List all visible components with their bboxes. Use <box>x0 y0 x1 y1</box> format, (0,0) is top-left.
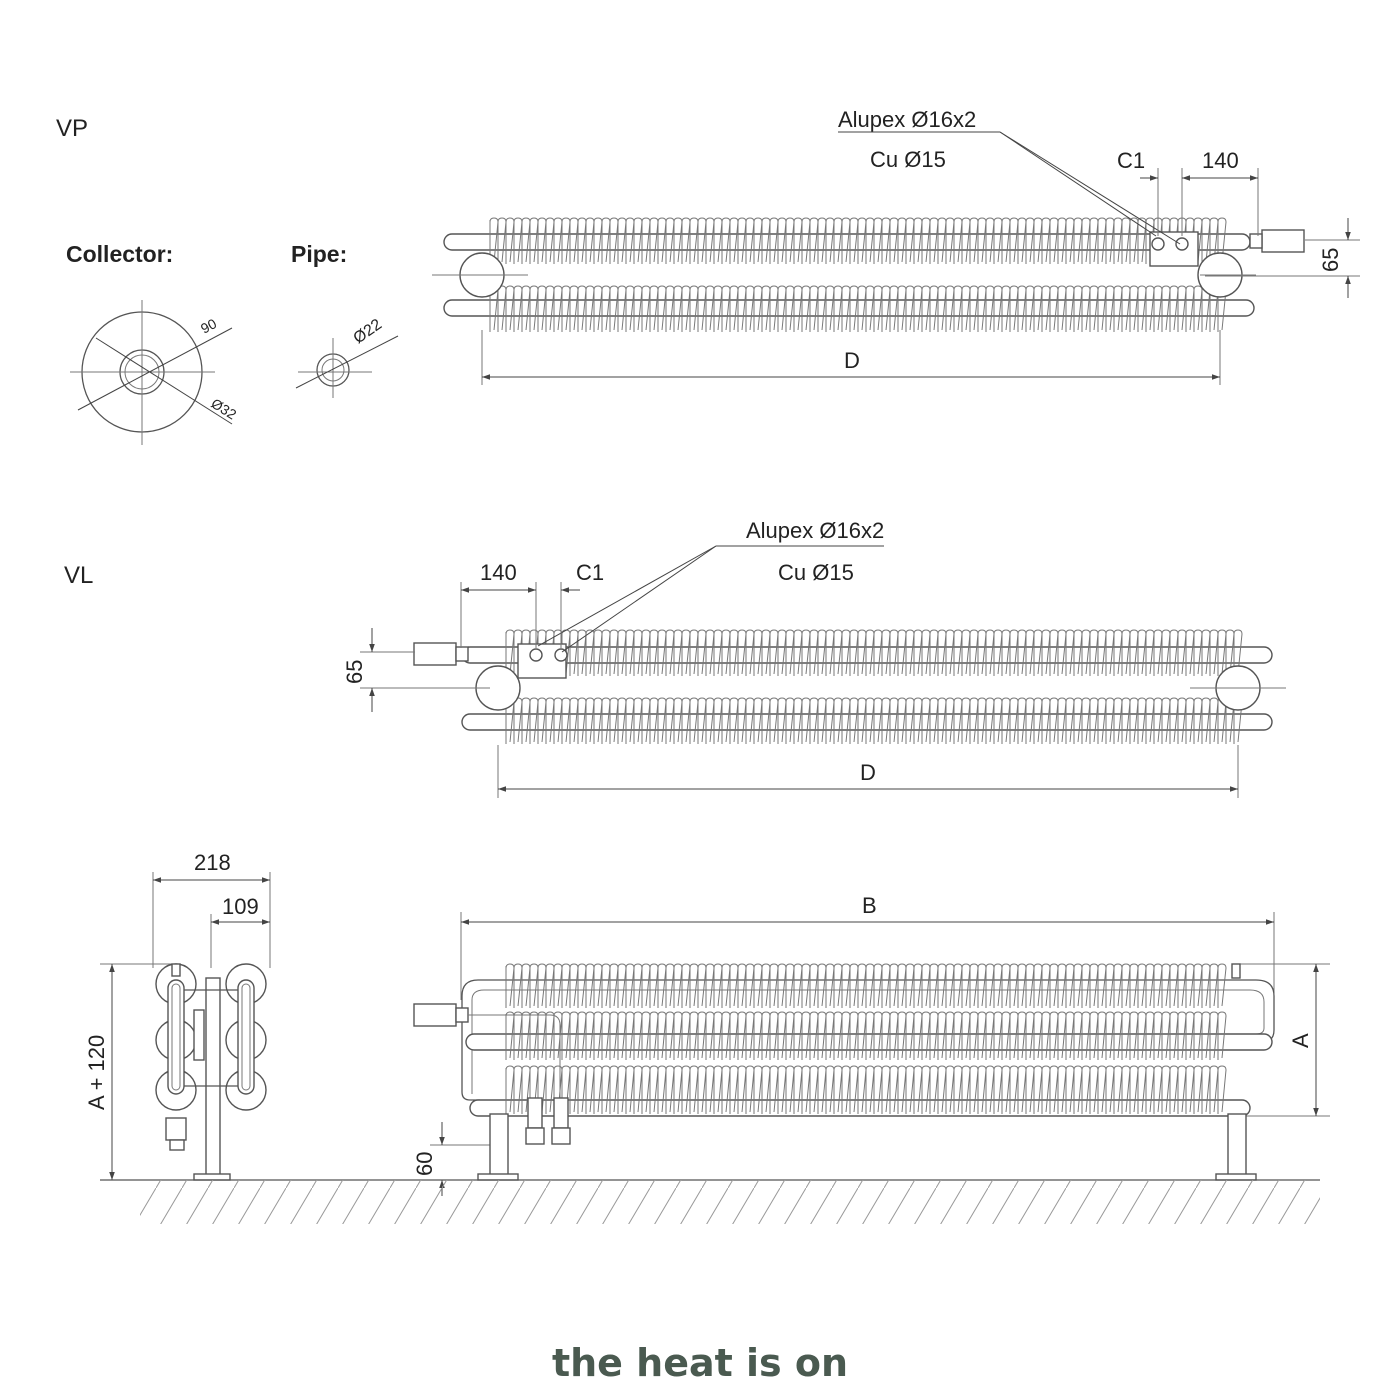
front-lower-fins <box>505 1065 1227 1114</box>
side-half-width-label: 109 <box>222 894 259 919</box>
vp-view: VP Alupex Ø16x2 Cu Ø15 C1 140 65 D <box>56 107 1360 385</box>
front-length-label: B <box>862 893 877 918</box>
vl-140-label: 140 <box>480 560 517 585</box>
vl-upper-fins <box>505 629 1243 676</box>
front-connector <box>413 1003 457 1027</box>
floor <box>100 1179 1320 1224</box>
pipe-label: Pipe: <box>291 241 347 267</box>
vl-65-label: 65 <box>342 660 367 684</box>
front-upper-fins <box>505 963 1227 1008</box>
vl-c1-label: C1 <box>576 560 604 585</box>
vl-cu-label: Cu Ø15 <box>778 560 854 585</box>
front-bottom-tube <box>469 1099 1251 1117</box>
front-foot-left <box>489 1113 509 1177</box>
pipe-dim: Ø22 <box>351 316 386 347</box>
front-foot-label: 60 <box>412 1152 437 1176</box>
collector-section: Collector: 90 Ø32 <box>66 241 240 445</box>
front-radiator <box>413 963 1275 1181</box>
collector-label: Collector: <box>66 241 173 267</box>
vp-lower-fins <box>489 285 1227 332</box>
pipe-section: Pipe: Ø22 <box>291 241 399 398</box>
vp-65-label: 65 <box>1318 248 1343 272</box>
vl-radiator <box>413 629 1286 744</box>
vl-lower-fins <box>505 697 1243 744</box>
side-height-label: A + 120 <box>84 1035 109 1110</box>
vl-title: VL <box>64 562 93 589</box>
front-valve-left <box>527 1097 543 1129</box>
vp-c1-label: C1 <box>1117 148 1145 173</box>
side-view: 218 109 A + 120 <box>84 850 271 1181</box>
vp-alupex-label: Alupex Ø16x2 <box>838 107 976 132</box>
collector-outer-dim: 90 <box>198 315 219 337</box>
vp-140-label: 140 <box>1202 148 1239 173</box>
vl-alupex-label: Alupex Ø16x2 <box>746 518 884 543</box>
front-view: B A 60 <box>412 893 1330 1196</box>
vl-connector <box>413 642 457 666</box>
vp-d-label: D <box>844 348 860 373</box>
front-valve-right <box>553 1097 569 1129</box>
vp-cu-label: Cu Ø15 <box>870 147 946 172</box>
vp-radiator <box>432 217 1305 332</box>
vl-d-label: D <box>860 760 876 785</box>
front-middle-tube <box>465 1033 1273 1051</box>
side-radiator-body <box>155 963 267 1181</box>
front-middle-fins <box>505 1011 1227 1060</box>
front-height-label: A <box>1288 1033 1313 1048</box>
vp-connector <box>1261 229 1305 253</box>
side-width-label: 218 <box>194 850 231 875</box>
vp-title: VP <box>56 115 88 142</box>
vp-upper-fins <box>489 217 1227 264</box>
vl-view: VL Alupex Ø16x2 Cu Ø15 140 C1 65 D <box>64 518 1286 798</box>
brand-logo: the heat is on <box>552 1341 848 1385</box>
front-foot-right <box>1227 1113 1247 1177</box>
